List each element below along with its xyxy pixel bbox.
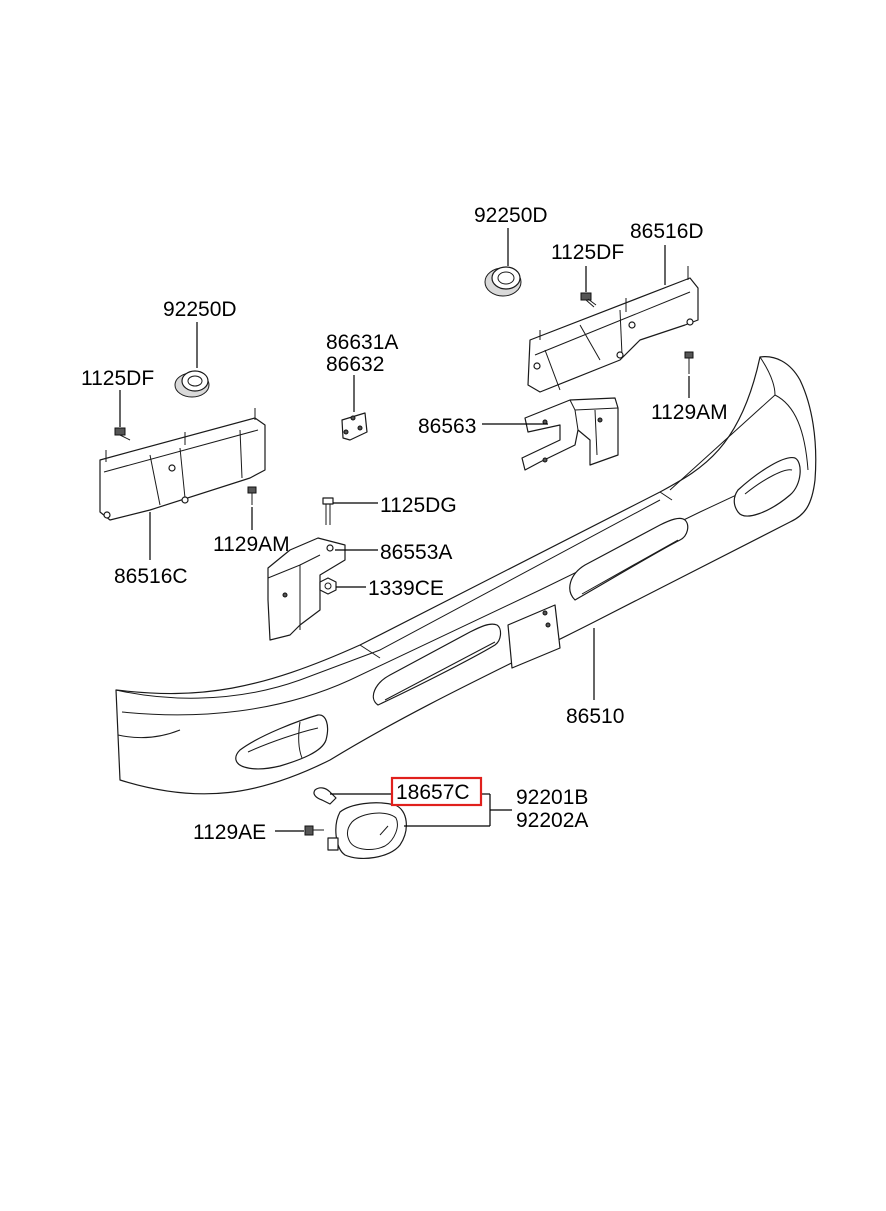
bracket-86516C[interactable]: [99, 408, 266, 521]
bolt-1125DG[interactable]: [322, 497, 334, 525]
label-86631A[interactable]: 86631A: [326, 331, 398, 354]
bolt-1125DF-left[interactable]: [114, 427, 131, 441]
nut-1339CE[interactable]: [319, 577, 337, 595]
label-92250D-right[interactable]: 92250D: [474, 204, 548, 227]
bolt-1129AE[interactable]: [304, 825, 324, 836]
bracket-86553A[interactable]: [267, 537, 346, 641]
bulb-18657C[interactable]: [313, 787, 337, 805]
leaders-fog-lamp: [330, 793, 512, 827]
label-86510[interactable]: 86510: [566, 705, 624, 728]
grommet-92250D-left[interactable]: [174, 370, 210, 398]
plate-86631A[interactable]: [341, 412, 368, 441]
bracket-86563[interactable]: [521, 397, 619, 471]
label-86516C[interactable]: 86516C: [114, 565, 188, 588]
label-86516D[interactable]: 86516D: [630, 220, 704, 243]
label-1125DF-right[interactable]: 1125DF: [551, 241, 624, 264]
label-1125DG[interactable]: 1125DG: [380, 494, 457, 517]
fog-lamp-92201B[interactable]: [327, 802, 407, 859]
label-86632[interactable]: 86632: [326, 353, 384, 376]
bracket-86516D[interactable]: [527, 266, 699, 393]
bolt-1125DF-right[interactable]: [580, 292, 597, 308]
label-92201B[interactable]: 92201B: [516, 786, 588, 809]
label-86563[interactable]: 86563: [418, 415, 476, 438]
label-1129AM-left[interactable]: 1129AM: [213, 533, 290, 556]
label-1129AM-right[interactable]: 1129AM: [651, 401, 728, 424]
label-92202A[interactable]: 92202A: [516, 809, 588, 832]
label-1129AE[interactable]: 1129AE: [193, 821, 266, 844]
label-18657C[interactable]: 18657C: [396, 781, 470, 804]
label-1125DF-left[interactable]: 1125DF: [81, 367, 154, 390]
grommet-92250D-right[interactable]: [484, 266, 522, 297]
bolt-1129AM-right[interactable]: [684, 351, 694, 374]
bumper-86510[interactable]: [115, 356, 817, 795]
label-1339CE[interactable]: 1339CE: [368, 577, 444, 600]
bolt-1129AM-left[interactable]: [247, 486, 257, 505]
label-86553A[interactable]: 86553A: [380, 541, 452, 564]
highlight-box-18657C: [390, 776, 483, 807]
label-92250D-left[interactable]: 92250D: [163, 298, 237, 321]
